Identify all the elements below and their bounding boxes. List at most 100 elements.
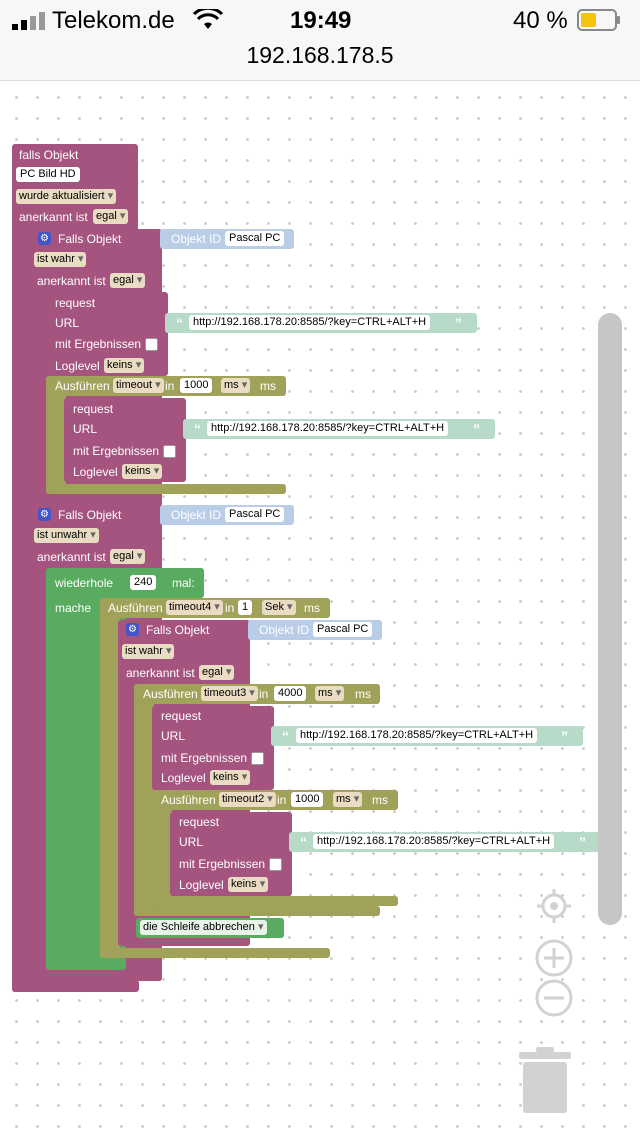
event-falls-label: falls Objekt (19, 148, 79, 162)
results-checkbox[interactable] (163, 445, 176, 458)
chevron-down-icon: ▾ (256, 878, 266, 890)
timeout-unit-label: ms (372, 793, 388, 807)
chevron-down-icon: ▾ (74, 253, 84, 265)
vertical-scrollbar[interactable] (598, 313, 622, 925)
loglevel-dropdown[interactable]: keins ▾ (228, 877, 269, 892)
timeout-block-side (134, 684, 154, 916)
results-checkbox[interactable] (251, 752, 264, 765)
timeout-value-field[interactable]: 1000 (180, 378, 213, 393)
url-value[interactable]: http://192.168.178.20:8585/?key=CTRL+ALT… (207, 421, 449, 436)
timeout-unit-dropdown[interactable]: ms ▾ (221, 378, 251, 393)
battery-icon (577, 9, 620, 31)
timeout-unit-dropdown[interactable]: Sek ▾ (262, 600, 296, 615)
do-label: mache (55, 601, 92, 615)
quote-open-icon: “ (282, 728, 289, 744)
timeout-unit-dropdown[interactable]: ms ▾ (315, 686, 345, 701)
event-ack-label: anerkannt ist (19, 210, 88, 224)
timeout-value-field[interactable]: 1000 (291, 792, 324, 807)
event-trigger-dropdown[interactable]: wurde aktualisiert ▾ (16, 189, 117, 204)
url-address[interactable]: 192.168.178.5 (246, 42, 394, 68)
if-ack-dropdown[interactable]: egal ▾ (110, 549, 146, 564)
recenter-icon[interactable] (536, 888, 572, 924)
object-id-field[interactable]: Pascal PC (225, 507, 285, 522)
break-loop-dropdown[interactable]: die Schleife abbrechen ▾ (140, 920, 267, 935)
loglevel-dropdown[interactable]: keins ▾ (122, 464, 163, 479)
url-value[interactable]: http://192.168.178.20:8585/?key=CTRL+ALT… (296, 728, 538, 743)
timeout-name-field[interactable]: timeout ▾ (113, 378, 164, 393)
chevron-down-icon: ▾ (150, 465, 160, 477)
zoom-out-icon[interactable] (534, 978, 574, 1018)
trash-icon[interactable] (518, 1046, 572, 1114)
quote-close-icon: ” (579, 834, 586, 850)
repeat-times-label: mal: (172, 576, 195, 590)
chevron-down-icon: ▾ (132, 359, 142, 371)
chevron-down-icon: ▾ (246, 687, 255, 699)
chevron-down-icon: ▾ (238, 771, 248, 783)
object-id-field[interactable]: Pascal PC (313, 622, 373, 637)
status-bar: Telekom.de 19:49 40 % 192.168.178.5 (0, 0, 640, 81)
url-label: URL (179, 835, 204, 849)
timeout-name-field[interactable]: timeout3 ▾ (201, 686, 258, 701)
timeout-in-label: in (165, 379, 175, 393)
event-object-field[interactable]: PC Bild HD (16, 167, 80, 182)
loglevel-label: Loglevel (179, 878, 224, 892)
if-ack-label: anerkannt ist (37, 274, 106, 288)
loglevel-dropdown[interactable]: keins ▾ (104, 358, 145, 373)
url-value[interactable]: http://192.168.178.20:8585/?key=CTRL+ALT… (313, 834, 555, 849)
results-checkbox[interactable] (145, 338, 158, 351)
if-ack-label: anerkannt ist (37, 550, 106, 564)
condition-dropdown[interactable]: ist unwahr ▾ (34, 528, 99, 543)
request-label: request (179, 815, 220, 829)
url-label: URL (73, 422, 98, 436)
timeout-block-bottom (152, 896, 398, 906)
timeout-value-field[interactable]: 1 (238, 600, 253, 615)
timeout-name-field[interactable]: timeout2 ▾ (219, 792, 276, 807)
chevron-down-icon: ▾ (162, 645, 172, 657)
condition-dropdown[interactable]: ist wahr ▾ (122, 644, 175, 659)
gear-icon[interactable]: ⚙ (126, 623, 139, 636)
results-label: mit Ergebnissen (161, 751, 248, 765)
quote-open-icon: “ (300, 834, 307, 850)
repeat-label: wiederhole (55, 576, 114, 590)
timeout-run-label: Ausführen (108, 601, 163, 615)
quote-open-icon: “ (194, 421, 201, 437)
if-ack-label: anerkannt ist (126, 666, 195, 680)
loglevel-label: Loglevel (73, 465, 118, 479)
timeout-name-field[interactable]: timeout4 ▾ (166, 600, 223, 615)
timeout-block-side (46, 376, 66, 492)
gear-icon[interactable]: ⚙ (38, 232, 51, 245)
zoom-in-icon[interactable] (534, 938, 574, 978)
timeout-run-label: Ausführen (161, 793, 216, 807)
quote-close-icon: ” (473, 421, 480, 437)
object-id-field[interactable]: Pascal PC (225, 231, 285, 246)
timeout-value-field[interactable]: 4000 (274, 686, 307, 701)
request-label: request (55, 296, 96, 310)
timeout-in-label: in (259, 687, 269, 701)
if-ack-dropdown[interactable]: egal ▾ (110, 273, 146, 288)
repeat-count-field[interactable]: 240 (130, 575, 157, 590)
timeout-run-label: Ausführen (143, 687, 198, 701)
url-value[interactable]: http://192.168.178.20:8585/?key=CTRL+ALT… (189, 315, 431, 330)
timeout-block-bottom (134, 906, 380, 916)
chevron-down-icon: ▾ (264, 793, 273, 805)
condition-dropdown[interactable]: ist wahr ▾ (34, 252, 87, 267)
timeout-unit-dropdown[interactable]: ms ▾ (333, 792, 363, 807)
loglevel-dropdown[interactable]: keins ▾ (210, 770, 251, 785)
request-label: request (73, 402, 114, 416)
if-ack-dropdown[interactable]: egal ▾ (199, 665, 235, 680)
event-block-bottom (12, 980, 139, 992)
object-id-label: Objekt ID (259, 623, 310, 637)
results-checkbox[interactable] (269, 858, 282, 871)
timeout-unit-label: ms (260, 379, 276, 393)
chevron-down-icon: ▾ (222, 666, 232, 678)
gear-icon[interactable]: ⚙ (38, 508, 51, 521)
if-object-block-bottom (30, 970, 162, 981)
event-ack-dropdown[interactable]: egal ▾ (93, 209, 129, 224)
timeout-block-side (152, 790, 172, 906)
battery-percentage: 40 % (513, 7, 568, 34)
timeout-in-label: in (225, 601, 235, 615)
quote-close-icon: ” (561, 728, 568, 744)
quote-open-icon: “ (176, 315, 183, 331)
chevron-down-icon: ▾ (104, 190, 114, 202)
